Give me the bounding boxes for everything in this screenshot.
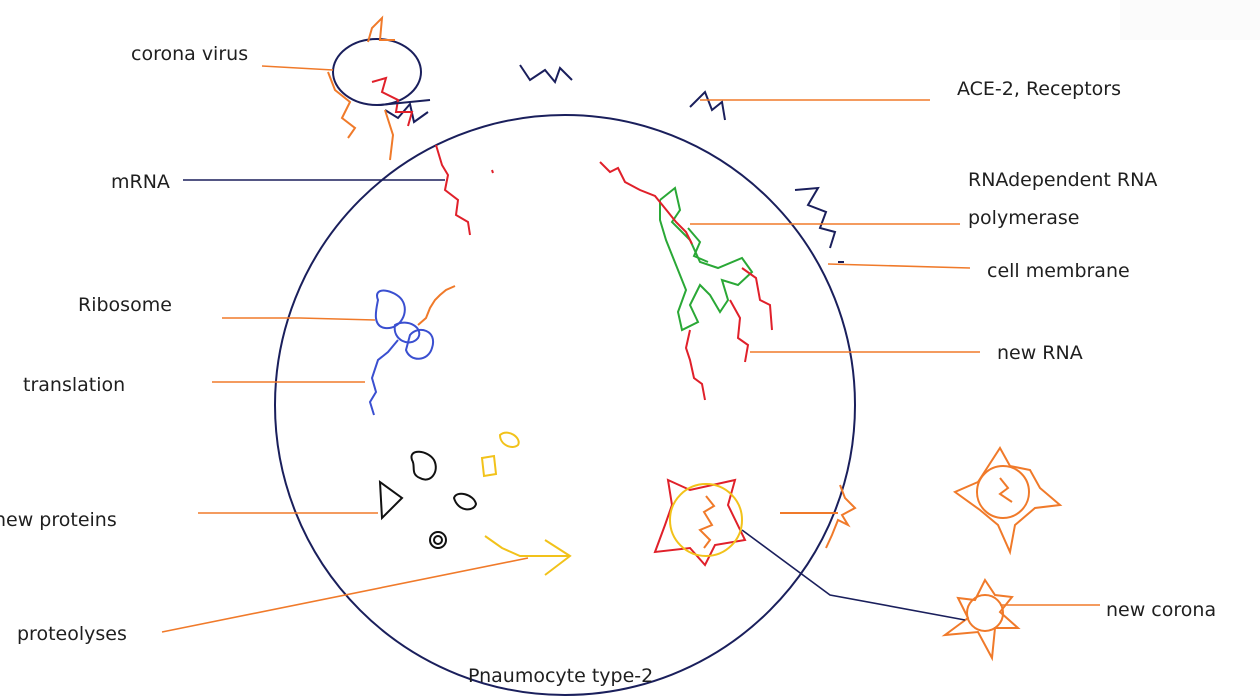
label-ribosome: Ribosome [78,294,172,316]
label-new-rna: new RNA [997,342,1083,364]
rna-polymerase [659,186,754,332]
released-virus-1 [952,446,1063,556]
released-virus-2 [941,578,1021,662]
corona-virus [327,15,431,161]
label-cell-name: Pnaumocyte type-2 [468,665,654,687]
yellow-fragments [480,431,520,478]
budding-virus [825,484,857,549]
label-new-proteins: new proteins [0,509,117,531]
label-translation: translation [23,374,126,396]
label-corona-virus: corona virus [131,43,249,65]
mrna-strand [435,144,471,236]
ace2-receptors [384,64,837,249]
assembling-virus [653,478,747,567]
proteolysis-arrowhead [544,539,572,576]
new-protein-shapes [378,450,478,549]
ribosome-mrna [417,285,456,326]
label-mrna: mRNA [111,171,170,193]
label-new-corona: new corona [1106,599,1217,621]
ribosome [368,289,435,416]
label-rdrp-line1: RNAdependent RNA [968,169,1158,191]
label-proteolyses: proteolyses [17,623,127,645]
leader-lines [161,65,1100,633]
cell-membrane-circle [274,114,856,696]
label-cell-membrane: cell membrane [987,260,1130,282]
mrna-dot [491,169,494,174]
label-ace2-receptors: ACE-2, Receptors [957,78,1121,100]
new-rna-strands [599,161,773,401]
label-rdrp-line2: polymerase [968,207,1080,229]
proteolysis-arrow [484,535,570,557]
top-right-blank [1120,0,1260,40]
